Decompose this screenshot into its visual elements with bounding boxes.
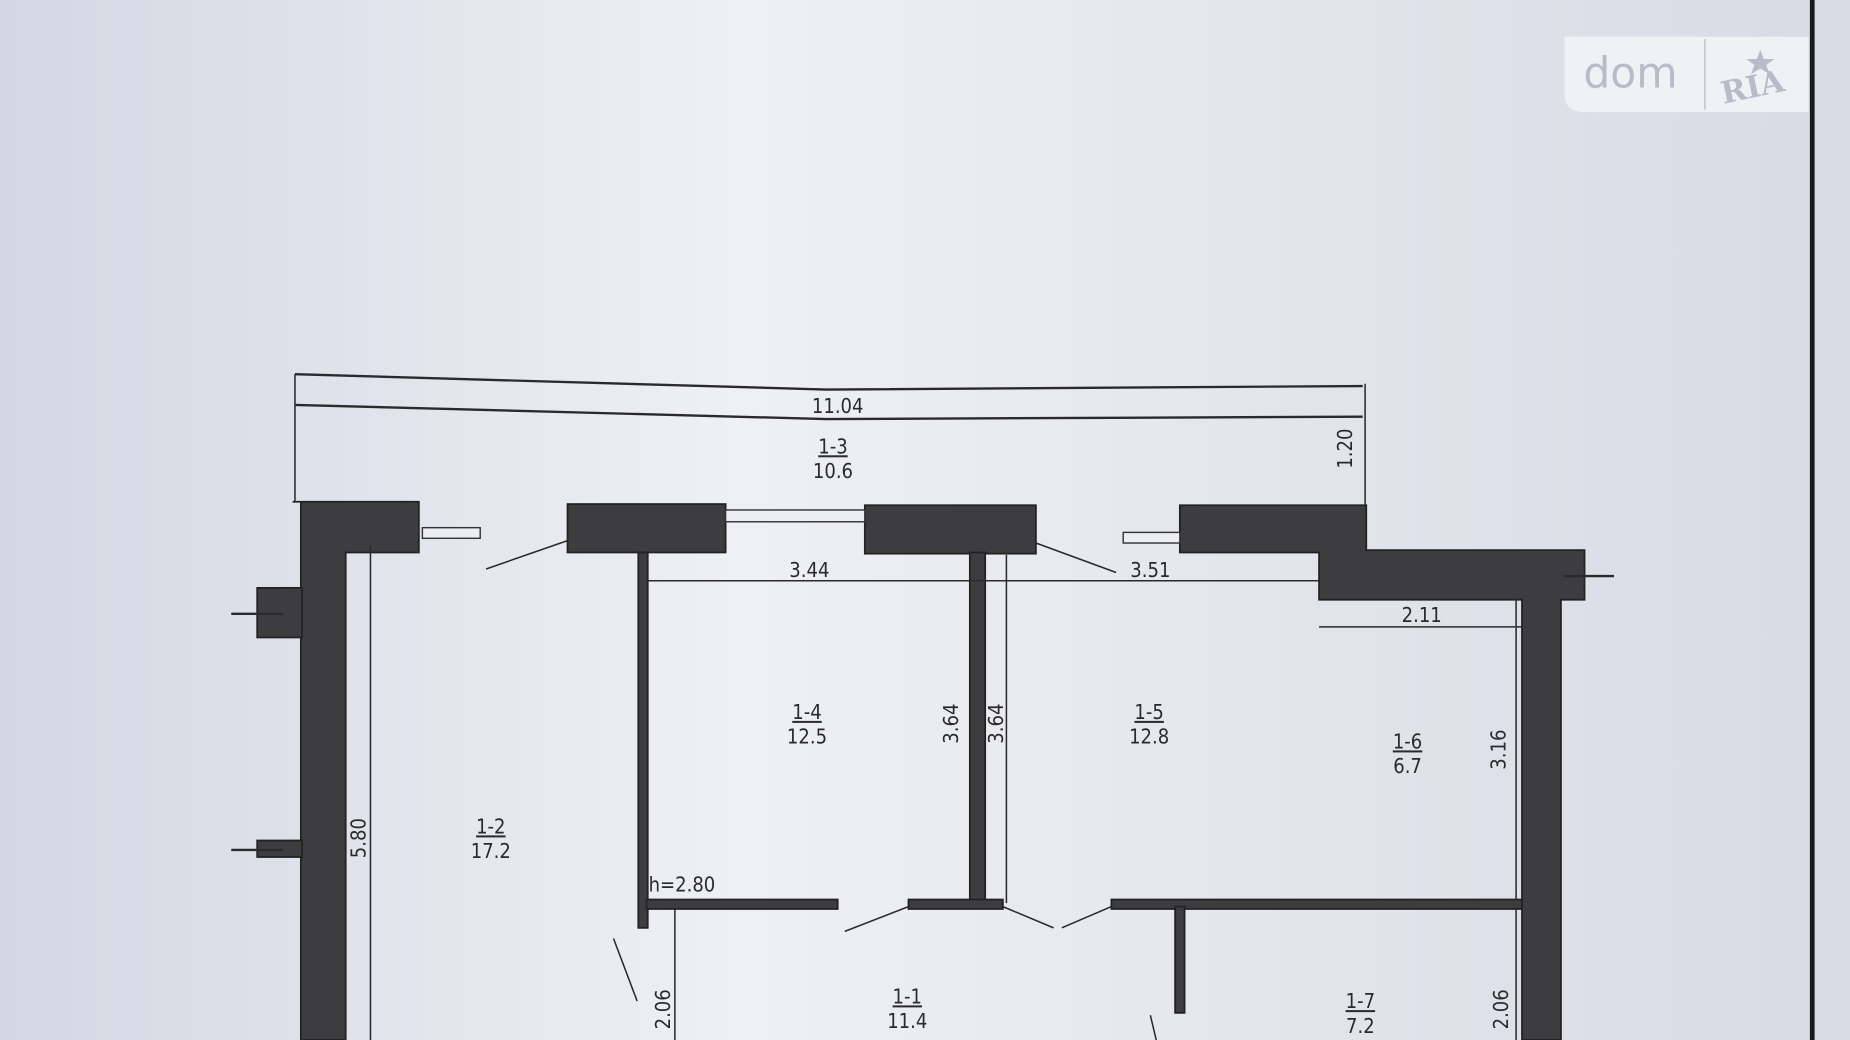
room-labels: 1-310.6 1-412.5 1-512.8 1-66.7 1-217.2 1… [471,434,1423,1038]
room-1-1: 1-111.4 [887,984,927,1033]
dim-room17-depth: 2.06 [1489,989,1513,1029]
overall-dimension: 11.04 1.20 [294,373,1366,508]
svg-text:1-4: 1-4 [792,700,821,724]
svg-text:1-7: 1-7 [1346,989,1375,1013]
svg-text:1-3: 1-3 [818,434,847,458]
svg-text:7.2: 7.2 [1346,1014,1375,1038]
dim-room16-depth: 3.16 [1486,730,1510,770]
room-1-6: 1-66.7 [1393,729,1422,778]
svg-text:6.7: 6.7 [1393,754,1422,778]
svg-text:17.2: 17.2 [471,839,511,863]
star-icon [1746,49,1775,75]
room-1-5: 1-512.8 [1129,700,1169,749]
room-1-7: 1-77.2 [1346,989,1375,1038]
dim-overall: 11.04 [812,394,864,418]
dim-room16-width: 2.11 [1402,603,1442,627]
svg-text:10.6: 10.6 [813,459,853,483]
domria-logo: dom RIA [1564,36,1809,113]
dim-balcony: 1.20 [1333,428,1357,468]
svg-text:1-1: 1-1 [893,984,922,1008]
room-1-2: 1-217.2 [471,814,511,863]
svg-text:11.4: 11.4 [887,1009,927,1033]
svg-text:1-6: 1-6 [1393,729,1422,753]
ceiling-height: h=2.80 [649,872,716,896]
dimension-lines: 3.44 3.51 2.11 5.80 3.64 3.64 3.16 2.06 … [347,545,1523,1040]
svg-text:1-2: 1-2 [476,814,505,838]
logo-dom-text: dom [1583,49,1677,98]
svg-text:12.8: 12.8 [1129,725,1169,749]
svg-text:1-5: 1-5 [1134,700,1163,724]
dim-room11-depth: 2.06 [651,989,675,1029]
dim-room14-depth: 3.64 [939,704,963,744]
dim-room12-length: 5.80 [347,818,371,858]
svg-text:12.5: 12.5 [787,725,827,749]
dim-room15-depth: 3.64 [984,704,1008,744]
room-1-4: 1-412.5 [787,700,827,749]
dim-room14-width: 3.44 [789,558,829,582]
walls [231,500,1615,1040]
dim-room15-width: 3.51 [1130,558,1170,582]
room-1-3: 1-310.6 [813,434,853,483]
